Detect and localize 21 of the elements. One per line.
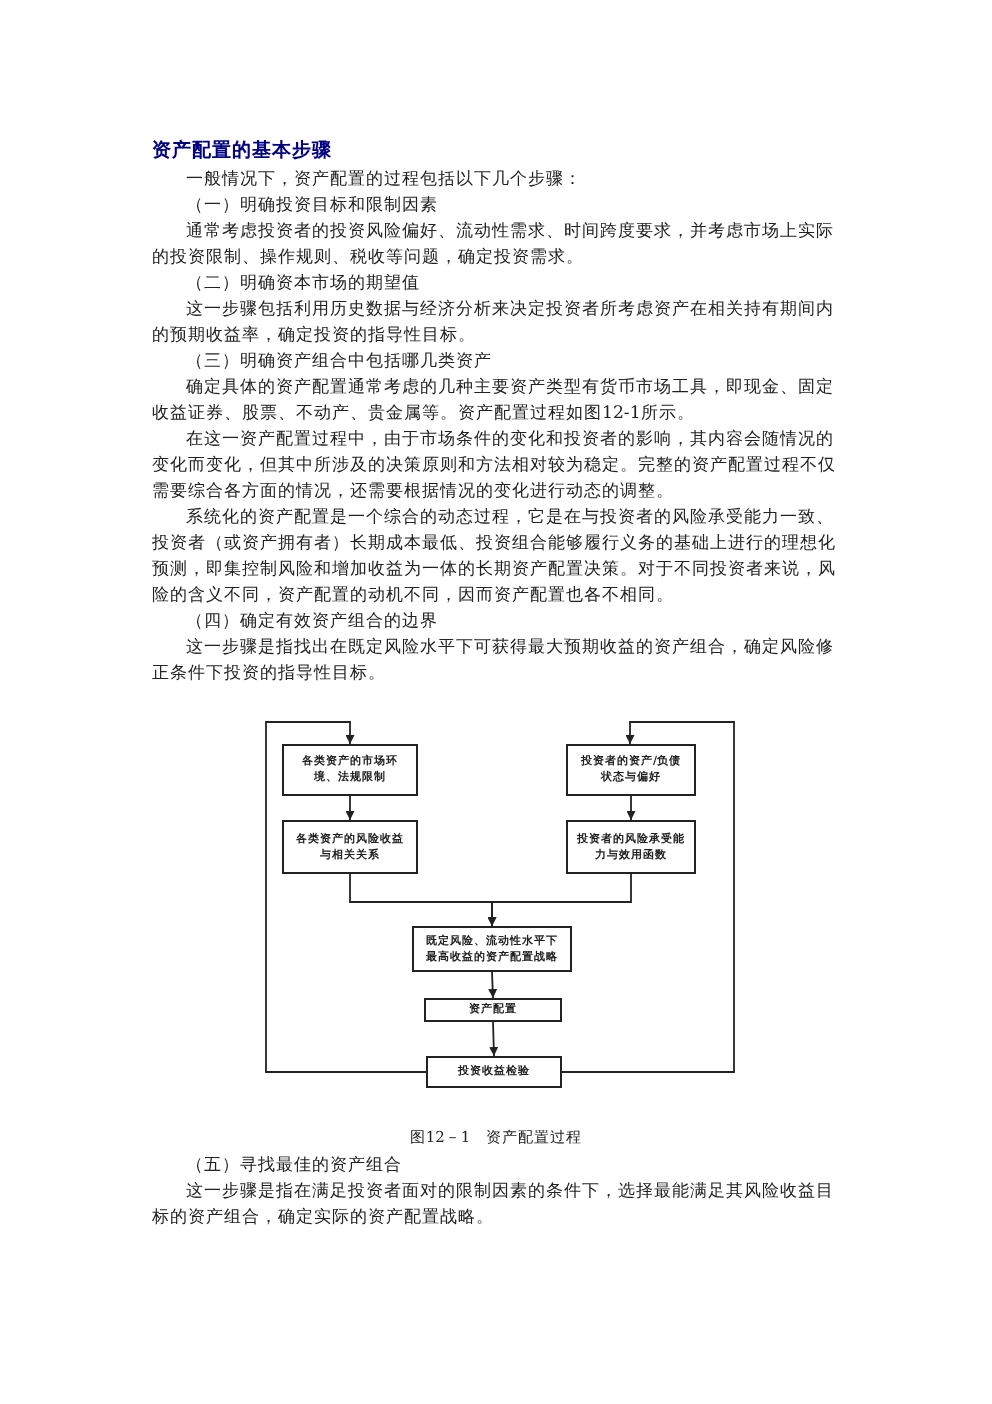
paragraph: 这一步骤是指找出在既定风险水平下可获得最大预期收益的资产组合，确定风险修正条件下投资的指导性目标。 <box>152 636 837 688</box>
section-heading: （四）确定有效资产组合的边界 <box>184 610 441 636</box>
arrow <box>489 1021 499 1057</box>
paragraph: 在这一资产配置过程中，由于市场条件的变化和投资者的影响，其内容会随情况的变化而变化，但其中所涉及的决策原则和方法相对较为稳定。完整的资产配置过程不仅需要综合各方面的情况，还需要根据情况的变化进行动态的调整。 <box>152 428 838 506</box>
arrow <box>488 971 498 999</box>
section-heading: （二）明确资本市场的期望值 <box>184 272 423 298</box>
paragraph: 一般情况下，资产配置的过程包括以下几个步骤： <box>184 168 585 194</box>
paragraph: 系统化的资产配置是一个综合的动态过程，它是在与投资者的风险承受能力一致、投资者（或资产拥有者）长期成本最低、投资组合能够履行义务的基础上进行的理想化预测，即集控制风险和增加收益为一体的长期资产配置决策。对于不同投资者来说，风险的含义不同，资产配置的动机不同，因而资产配置也各不相同。 <box>152 506 838 610</box>
section-heading: （一）明确投资目标和限制因素 <box>184 194 441 220</box>
arrow <box>265 721 427 1073</box>
arrow <box>561 721 735 1073</box>
section-heading: （五）寻找最佳的资产组合 <box>184 1154 405 1180</box>
page-title: 资产配置的基本步骤 <box>152 138 332 164</box>
arrow <box>487 873 632 927</box>
section-heading: （三）明确资产组合中包括哪几类资产 <box>184 350 495 376</box>
paragraph: 这一步骤包括利用历史数据与经济分析来决定投资者所考虑资产在相关持有期间内的预期收益率，确定投资的指导性目标。 <box>152 298 837 350</box>
paragraph: 通常考虑投资者的投资风险偏好、流动性需求、时间跨度要求，并考虑市场上实际的投资限制、操作规则、税收等问题，确定投资需求。 <box>152 220 837 272</box>
arrow <box>626 795 636 821</box>
paragraph: 确定具体的资产配置通常考虑的几种主要资产类型有货币市场工具，即现金、固定收益证券、股票、不动产、贵金属等。资产配置过程如图12-1所示。 <box>152 376 837 428</box>
arrow <box>345 795 355 821</box>
paragraph: 这一步骤是指在满足投资者面对的限制因素的条件下，选择最能满足其风险收益目标的资产组合，确定实际的资产配置战略。 <box>152 1180 837 1232</box>
